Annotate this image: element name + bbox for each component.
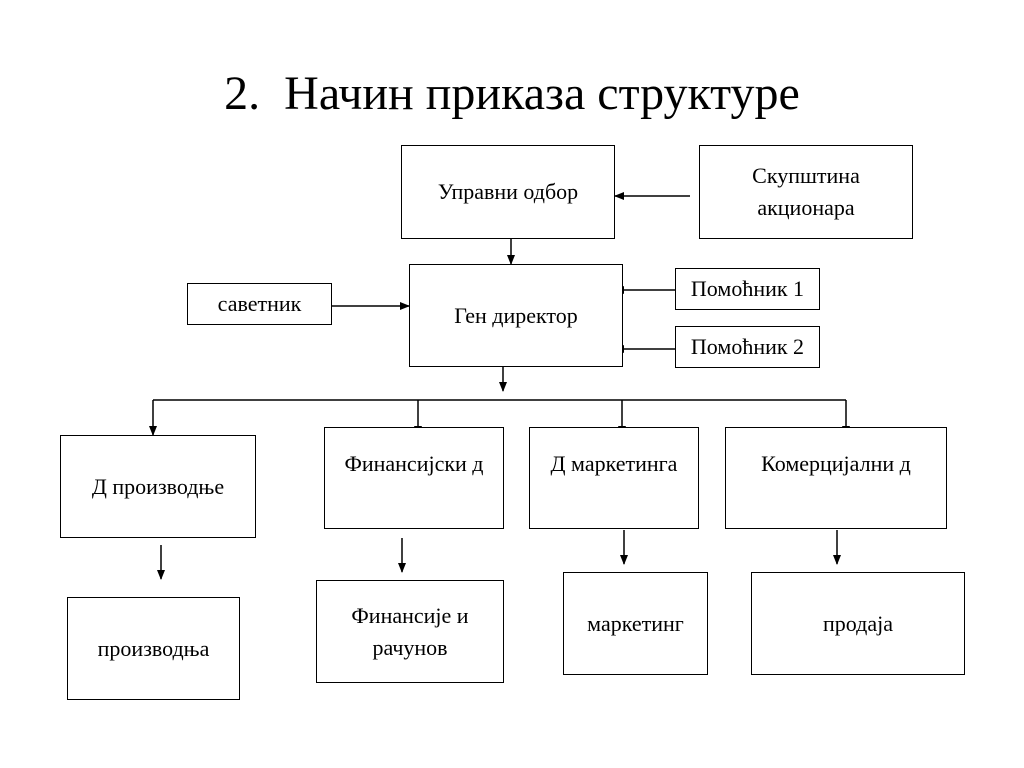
advisor-box: саветник <box>187 283 332 325</box>
assistant1-box: Помоћник 1 <box>675 268 820 310</box>
board-box: Управни одбор <box>401 145 615 239</box>
dir-marketing-box: Д маркетинга <box>529 427 699 529</box>
dir-production-box: Д производње <box>60 435 256 538</box>
assembly-box: Скупштина акционара <box>699 145 913 239</box>
assistant2-box: Помоћник 2 <box>675 326 820 368</box>
production-box: производња <box>67 597 240 700</box>
gen-director-box: Ген директор <box>409 264 623 367</box>
finance-accounts-box: Финансије и рачунов <box>316 580 504 683</box>
sales-box: продаја <box>751 572 965 675</box>
dir-finance-box: Финансијски д <box>324 427 504 529</box>
slide-title: 2. Начин приказа структуре <box>224 67 800 120</box>
marketing-box: маркетинг <box>563 572 708 675</box>
dir-commercial-box: Комерцијални д <box>725 427 947 529</box>
